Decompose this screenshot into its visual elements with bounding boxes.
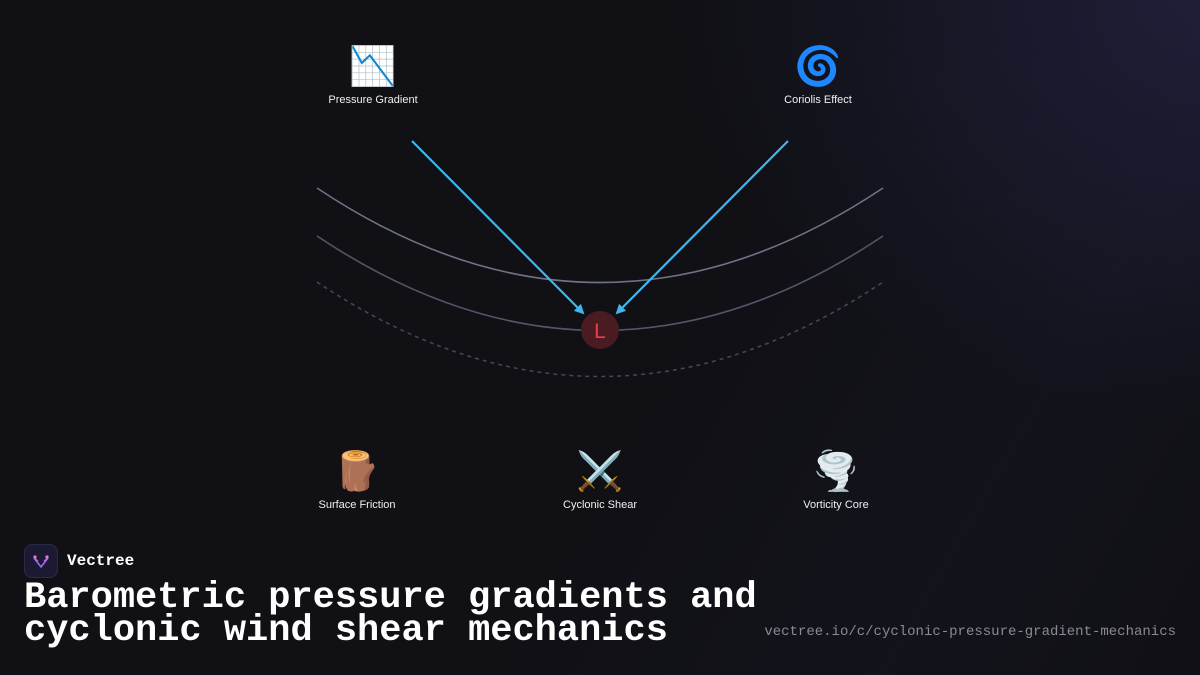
node-coriolis-effect: 🌀 Coriolis Effect: [728, 44, 908, 106]
page-url: vectree.io/c/cyclonic-pressure-gradient-…: [764, 624, 1176, 640]
logo-v-shape: [33, 557, 49, 569]
low-pressure-center: [581, 311, 619, 349]
isobar-dashed: [316, 281, 884, 378]
node-label: Surface Friction: [318, 499, 396, 511]
node-label: Pressure Gradient: [328, 94, 418, 106]
node-label: Cyclonic Shear: [563, 499, 637, 511]
node-pressure-gradient: 📉 Pressure Gradient: [283, 44, 463, 106]
pressure-gradient-arrow: [411, 140, 585, 315]
cyclone-icon: 🌀: [794, 44, 842, 88]
node-surface-friction: 🪵 Surface Friction: [267, 449, 447, 511]
crossed-swords-icon: ⚔️: [576, 449, 624, 493]
isobar-outer: [316, 187, 884, 284]
logo-dot-right: [45, 555, 49, 559]
logo-dot-left: [33, 555, 37, 559]
node-label: Coriolis Effect: [784, 94, 852, 106]
brand-name: Vectree: [67, 552, 135, 570]
node-cyclonic-shear: ⚔️ Cyclonic Shear: [510, 449, 690, 511]
page-title: Barometric pressure gradients and cyclon…: [24, 577, 757, 652]
node-vorticity-core: 🌪️ Vorticity Core: [746, 449, 926, 511]
chart-decreasing-icon: 📉: [349, 44, 397, 88]
brand: Vectree: [24, 544, 134, 578]
node-label: Vorticity Core: [803, 499, 869, 511]
logo-mark: [33, 555, 49, 569]
wood-log-icon: 🪵: [333, 449, 381, 493]
coriolis-effect-arrow: [615, 140, 789, 315]
tornado-icon: 🌪️: [812, 449, 860, 493]
vectree-logo-icon: [24, 544, 58, 578]
low-pressure-label: L: [594, 320, 606, 343]
